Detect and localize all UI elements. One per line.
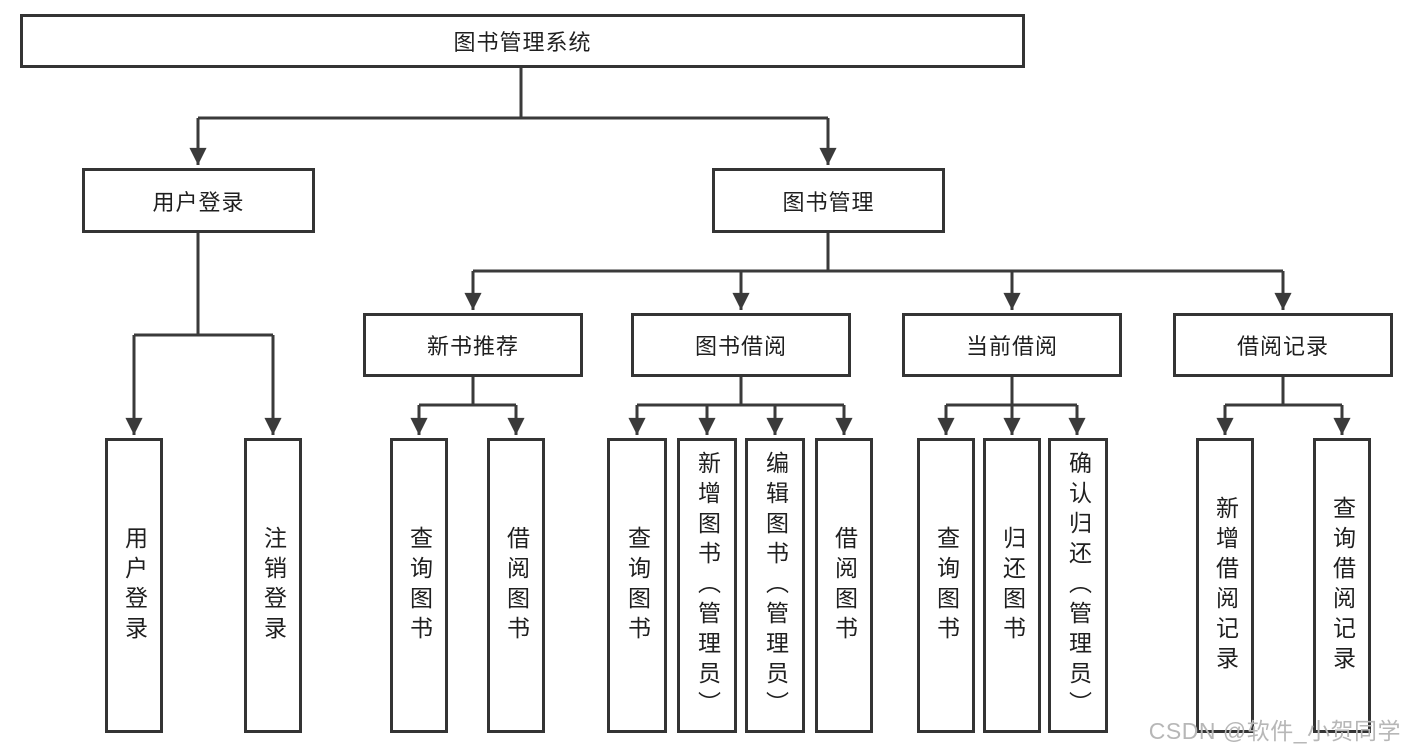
node-label: 用户登录	[152, 189, 245, 215]
leaf-add-books-admin: 新增图书（管理员）	[677, 438, 737, 733]
node-new-book-recommendation: 新书推荐	[363, 313, 583, 377]
leaf-return-books: 归还图书	[983, 438, 1041, 733]
node-label: 新增图书（管理员）	[694, 450, 721, 721]
node-label: 图书借阅	[694, 334, 787, 359]
leaf-edit-books-admin: 编辑图书（管理员）	[745, 438, 805, 733]
node-label: 查询图书	[624, 525, 651, 646]
node-label: 编辑图书（管理员）	[762, 450, 789, 721]
node-book-management: 图书管理	[712, 168, 945, 233]
node-label: 确认归还（管理员）	[1065, 450, 1092, 721]
node-label: 图书管理	[782, 189, 875, 215]
leaf-query-borrow-record: 查询借阅记录	[1313, 438, 1371, 733]
leaf-query-books-recommend: 查询图书	[390, 438, 448, 733]
leaf-query-books-current: 查询图书	[917, 438, 975, 733]
node-label: 当前借阅	[965, 334, 1058, 359]
node-book-borrowing: 图书借阅	[631, 313, 851, 377]
leaf-borrow-books-recommend: 借阅图书	[487, 438, 545, 733]
node-label: 查询图书	[933, 525, 960, 646]
node-label: 注销登录	[260, 525, 287, 646]
node-label: 归还图书	[999, 525, 1026, 646]
node-current-borrowing: 当前借阅	[902, 313, 1122, 377]
leaf-query-books-borrow: 查询图书	[607, 438, 667, 733]
node-library-management-system: 图书管理系统	[20, 14, 1025, 68]
leaf-add-borrow-record: 新增借阅记录	[1196, 438, 1254, 733]
node-label: 借阅记录	[1236, 334, 1329, 359]
leaf-borrow-books: 借阅图书	[815, 438, 873, 733]
node-label: 查询图书	[406, 525, 433, 646]
node-label: 用户登录	[121, 525, 148, 646]
node-label: 新书推荐	[426, 334, 519, 359]
node-label: 新增借阅记录	[1212, 495, 1239, 676]
leaf-logout: 注销登录	[244, 438, 302, 733]
node-user-login: 用户登录	[82, 168, 315, 233]
leaf-user-login: 用户登录	[105, 438, 163, 733]
node-label: 借阅图书	[831, 525, 858, 646]
node-borrowing-records: 借阅记录	[1173, 313, 1393, 377]
node-label: 借阅图书	[503, 525, 530, 646]
csdn-watermark: CSDN @软件_小贺同学	[1148, 718, 1401, 744]
node-label: 查询借阅记录	[1329, 495, 1356, 676]
node-label: 图书管理系统	[453, 30, 592, 55]
leaf-confirm-return-admin: 确认归还（管理员）	[1048, 438, 1108, 733]
